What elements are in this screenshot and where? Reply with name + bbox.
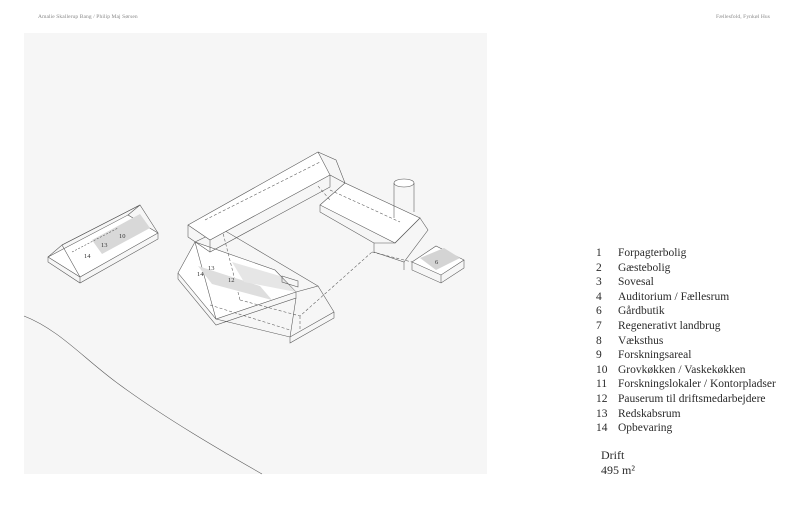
shop-building bbox=[411, 245, 465, 284]
summary-title: Drift bbox=[601, 448, 625, 462]
silo bbox=[393, 178, 415, 218]
author-credits: Amalie Skallerup Bang / Philip Maj Sørse… bbox=[38, 14, 138, 20]
axonometric-site-plan: 14 13 10 13 14 12 6 bbox=[23, 151, 465, 475]
right-building bbox=[319, 182, 429, 270]
label-shop-6: 6 bbox=[435, 259, 439, 266]
main-left-building bbox=[177, 228, 335, 344]
summary-area: 495 m² bbox=[601, 462, 635, 477]
dashed-connectors bbox=[239, 185, 413, 330]
label-left-13: 13 bbox=[101, 242, 108, 249]
label-mid-13: 13 bbox=[208, 265, 215, 272]
coastline bbox=[23, 315, 263, 475]
top-building bbox=[187, 151, 346, 253]
area-summary: Drift 495 m² bbox=[601, 448, 635, 477]
left-building bbox=[47, 204, 159, 284]
label-left-10: 10 bbox=[119, 233, 126, 240]
label-mid-14: 14 bbox=[197, 271, 204, 278]
project-title: Fællesfold, Fynkøl Hus bbox=[716, 14, 770, 20]
label-left-14: 14 bbox=[84, 253, 91, 260]
label-mid-12: 12 bbox=[228, 277, 235, 284]
